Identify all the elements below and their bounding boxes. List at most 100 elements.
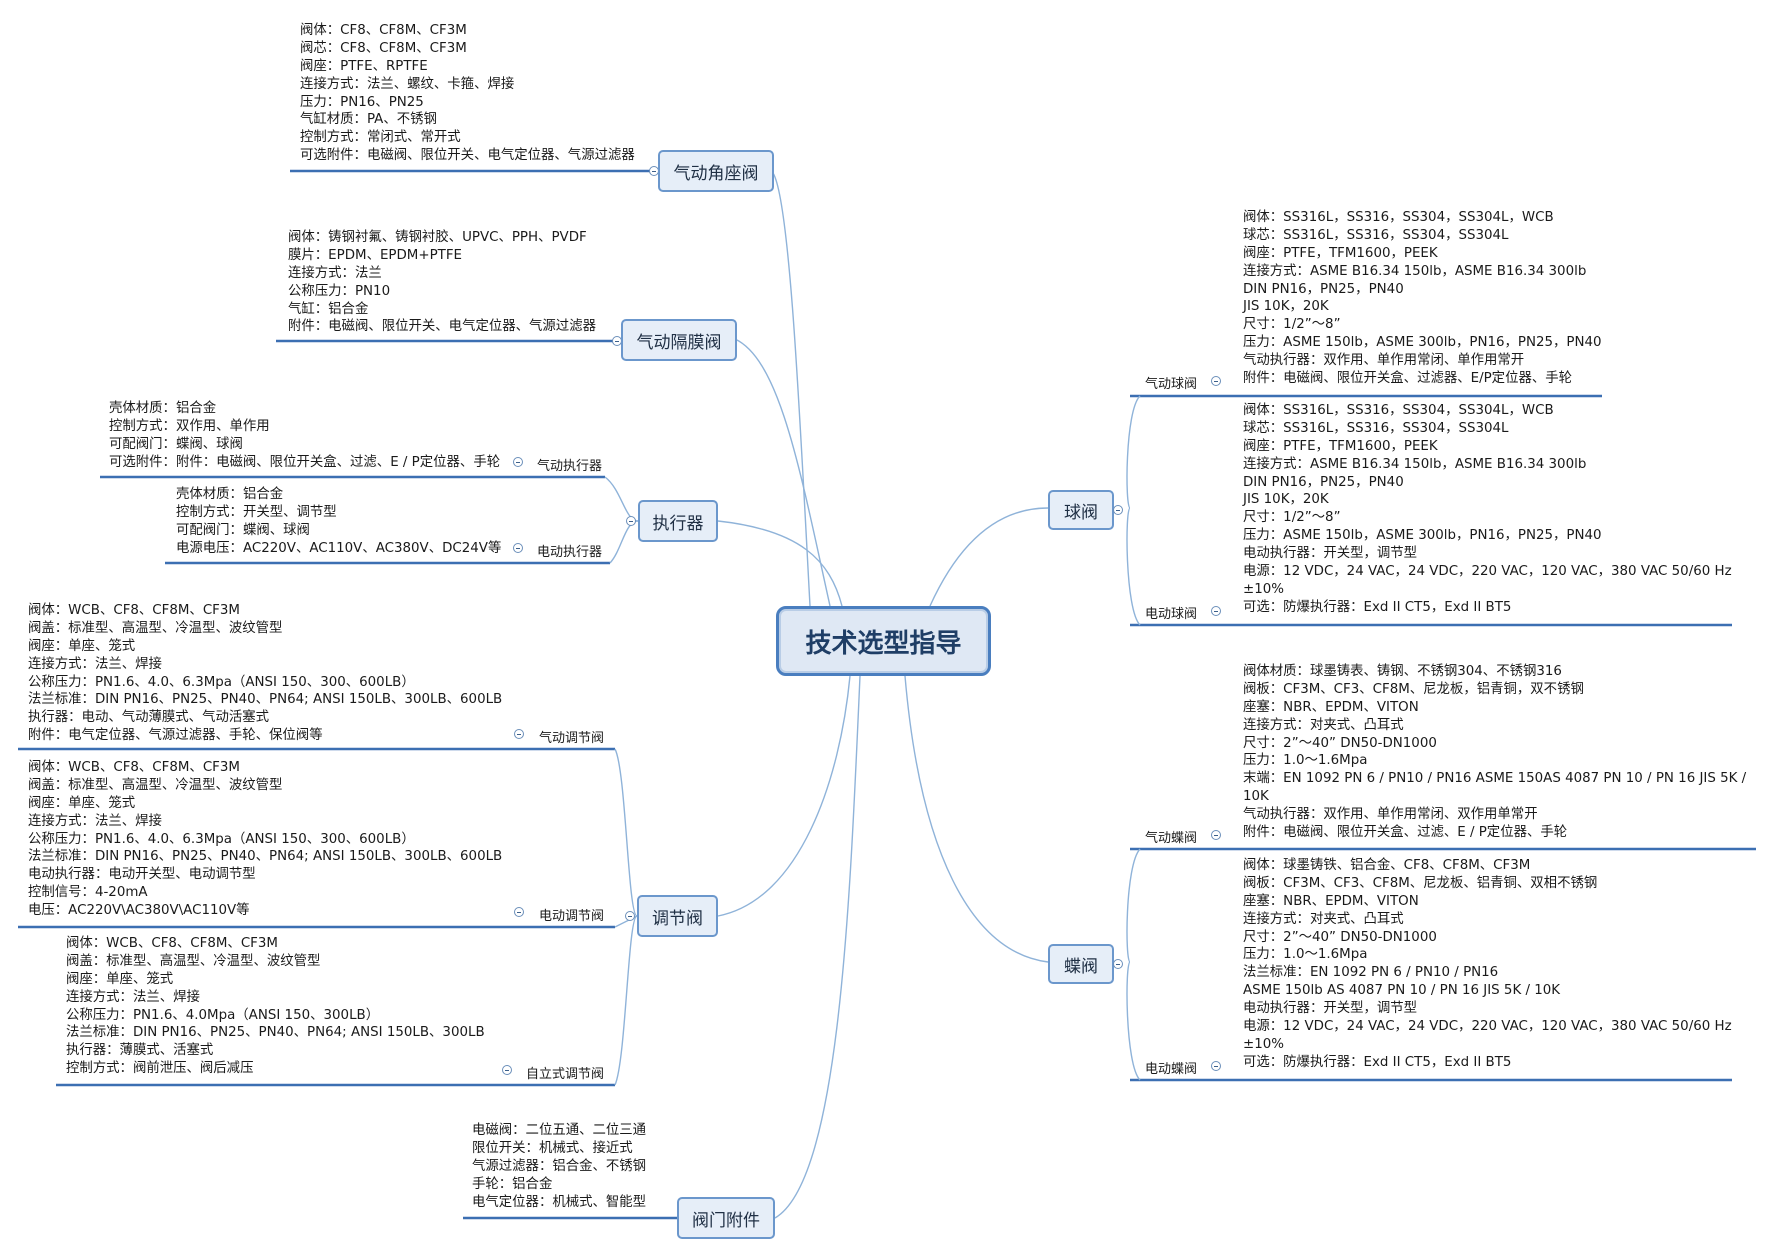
detail-line: 可配阀门：蝶阀、球阀 bbox=[109, 436, 243, 452]
detail-line: 壳体材质：铝合金 bbox=[176, 487, 284, 502]
detail-line: 附件：电磁阀、限位开关盒、过滤、E / P定位器、手轮 bbox=[1243, 825, 1568, 841]
detail-line: 末端：EN 1092 PN 6 / PN10 / PN16 ASME 150AS… bbox=[1243, 771, 1747, 787]
self-operated-valve-details: 阀体：WCB、CF8、CF8M、CF3M 阀盖：标准型、高温型、冷温型、波纹管型… bbox=[66, 935, 485, 1078]
collapse-toggle-icon[interactable] bbox=[1113, 959, 1123, 969]
detail-line: 控制方式：常闭式、常开式 bbox=[300, 130, 461, 146]
branch-angle-seat-valve[interactable]: 气动角座阀 bbox=[658, 150, 774, 192]
sub-branch-pneumatic-actuator[interactable]: 气动执行器 bbox=[537, 459, 603, 474]
detail-line: 压力：ASME 150lb，ASME 300lb，PN16，PN25，PN40 bbox=[1243, 528, 1602, 544]
sub-branch-electric-control-valve[interactable]: 电动调节阀 bbox=[539, 909, 605, 924]
detail-line: 连接方式：ASME B16.34 150lb，ASME B16.34 300lb bbox=[1243, 456, 1587, 472]
detail-line: 附件：电磁阀、限位开关、电气定位器、气源过滤器 bbox=[288, 319, 596, 335]
branch-butterfly-valve[interactable]: 蝶阀 bbox=[1048, 944, 1114, 984]
detail-line: 阀体：球墨铸铁、铝合金、CF8、CF8M、CF3M bbox=[1243, 858, 1531, 873]
collapse-toggle-icon[interactable] bbox=[1211, 606, 1221, 616]
detail-line: 球芯：SS316L，SS316，SS304，SS304L bbox=[1243, 227, 1509, 243]
branch-actuator[interactable]: 执行器 bbox=[638, 500, 718, 542]
collapse-toggle-icon[interactable] bbox=[1211, 376, 1221, 386]
collapse-toggle-icon[interactable] bbox=[1211, 1061, 1221, 1071]
detail-line: 阀体：WCB、CF8、CF8M、CF3M bbox=[66, 936, 278, 951]
collapse-toggle-icon[interactable] bbox=[513, 543, 523, 553]
detail-line: ±10% bbox=[1243, 1036, 1284, 1052]
branch-ball-valve[interactable]: 球阀 bbox=[1048, 490, 1114, 530]
collapse-toggle-icon[interactable] bbox=[1211, 830, 1221, 840]
collapse-toggle-icon[interactable] bbox=[514, 729, 524, 739]
detail-line: 连接方式：法兰、焊接 bbox=[28, 813, 162, 829]
branch-label: 阀门附件 bbox=[692, 1210, 760, 1231]
detail-line: 膜片：EPDM、EPDM+PTFE bbox=[288, 247, 462, 263]
collapse-toggle-icon[interactable] bbox=[513, 457, 523, 467]
detail-line: 阀体：WCB、CF8、CF8M、CF3M bbox=[28, 603, 240, 618]
detail-line: 气缸材质：PA、不锈钢 bbox=[300, 112, 437, 128]
detail-line: 法兰标准：DIN PN16、PN25、PN40、PN64; ANSI 150LB… bbox=[66, 1025, 485, 1041]
branch-label: 执行器 bbox=[652, 513, 704, 534]
detail-line: 公称压力：PN1.6、4.0、6.3Mpa（ANSI 150、300、600LB… bbox=[28, 674, 415, 690]
sub-branch-electric-butterfly-valve[interactable]: 电动蝶阀 bbox=[1145, 1062, 1198, 1077]
sub-branch-self-operated-valve[interactable]: 自立式调节阀 bbox=[526, 1067, 605, 1082]
sub-branch-pneumatic-butterfly-valve[interactable]: 气动蝶阀 bbox=[1145, 831, 1198, 846]
diaphragm-details: 阀体：铸钢衬氟、铸钢衬胶、UPVC、PPH、PVDF 膜片：EPDM、EPDM+… bbox=[288, 229, 596, 336]
detail-line: 阀座：PTFE，TFM1600，PEEK bbox=[1243, 438, 1438, 454]
detail-line: 电动执行器：开关型，调节型 bbox=[1243, 1001, 1418, 1017]
detail-line: 阀体：WCB、CF8、CF8M、CF3M bbox=[28, 760, 240, 775]
pneumatic-actuator-details: 壳体材质：铝合金 控制方式：双作用、单作用 可配阀门：蝶阀、球阀 可选附件：附件… bbox=[109, 400, 500, 472]
detail-line: 连接方式：对夹式、凸耳式 bbox=[1243, 911, 1404, 927]
detail-line: DIN PN16，PN25，PN40 bbox=[1243, 474, 1404, 490]
detail-line: 连接方式：法兰、焊接 bbox=[66, 989, 200, 1005]
detail-line: 气动执行器：双作用、单作用常闭、双作用单常开 bbox=[1243, 807, 1538, 823]
detail-line: 座塞：NBR、EPDM、VITON bbox=[1243, 699, 1419, 715]
sub-branch-pneumatic-control-valve[interactable]: 气动调节阀 bbox=[539, 731, 605, 746]
electric-butterfly-valve-details: 阀体：球墨铸铁、铝合金、CF8、CF8M、CF3M 阀板：CF3M、CF3、CF… bbox=[1243, 857, 1732, 1072]
sub-branch-electric-actuator[interactable]: 电动执行器 bbox=[537, 545, 603, 560]
pneumatic-control-valve-details: 阀体：WCB、CF8、CF8M、CF3M 阀盖：标准型、高温型、冷温型、波纹管型… bbox=[28, 602, 502, 745]
detail-line: 尺寸：1/2”～8” bbox=[1243, 317, 1341, 333]
detail-line: 阀座：单座、笼式 bbox=[28, 795, 136, 811]
electric-actuator-details: 壳体材质：铝合金 控制方式：开关型、调节型 可配阀门：蝶阀、球阀 电源电压：AC… bbox=[176, 486, 501, 558]
central-topic[interactable]: 技术选型指导 bbox=[776, 606, 991, 676]
collapse-toggle-icon[interactable] bbox=[1113, 505, 1123, 515]
detail-line: 附件：电气定位器、气源过滤器、手轮、保位阀等 bbox=[28, 728, 323, 744]
detail-line: 阀板：CF3M、CF3、CF8M、尼龙板，铝青铜，双不锈钢 bbox=[1243, 681, 1584, 697]
detail-line: 阀体：SS316L，SS316，SS304，SS304L，WCB bbox=[1243, 403, 1554, 418]
detail-line: 法兰标准：DIN PN16、PN25、PN40、PN64; ANSI 150LB… bbox=[28, 849, 503, 865]
detail-line: 阀板：CF3M、CF3、CF8M、尼龙板、铝青铜、双相不锈钢 bbox=[1243, 875, 1598, 891]
collapse-toggle-icon[interactable] bbox=[626, 516, 636, 526]
sub-branch-pneumatic-ball-valve[interactable]: 气动球阀 bbox=[1145, 377, 1198, 392]
detail-line: 公称压力：PN10 bbox=[288, 283, 391, 299]
detail-line: 公称压力：PN1.6、4.0Mpa（ANSI 150、300LB） bbox=[66, 1007, 380, 1023]
detail-line: 可选附件：电磁阀、限位开关、电气定位器、气源过滤器 bbox=[300, 148, 635, 164]
detail-line: 控制方式：开关型、调节型 bbox=[176, 504, 337, 520]
detail-line: 气源过滤器：铝合金、不锈钢 bbox=[472, 1158, 647, 1174]
branch-label: 气动角座阀 bbox=[673, 163, 759, 184]
detail-line: 压力：1.0～1.6Mpa bbox=[1243, 947, 1368, 963]
detail-line: ±10% bbox=[1243, 581, 1284, 597]
detail-line: 电动执行器：电动开关型、电动调节型 bbox=[28, 867, 256, 883]
detail-line: 法兰标准：DIN PN16、PN25、PN40、PN64; ANSI 150LB… bbox=[28, 692, 503, 708]
branch-control-valve[interactable]: 调节阀 bbox=[637, 895, 718, 937]
branch-diaphragm-valve[interactable]: 气动隔膜阀 bbox=[621, 319, 737, 361]
detail-line: 电源：12 VDC，24 VAC，24 VDC，220 VAC，120 VAC，… bbox=[1243, 1019, 1732, 1035]
detail-line: 阀体：SS316L，SS316，SS304，SS304L，WCB bbox=[1243, 210, 1554, 225]
collapse-toggle-icon[interactable] bbox=[502, 1065, 512, 1075]
detail-line: 控制方式：阀前泄压、阀后减压 bbox=[66, 1061, 254, 1077]
collapse-toggle-icon[interactable] bbox=[514, 907, 524, 917]
detail-line: 电压：AC220V\AC380V\AC110V等 bbox=[28, 903, 250, 919]
collapse-toggle-icon[interactable] bbox=[625, 911, 635, 921]
detail-line: 座塞：NBR、EPDM、VITON bbox=[1243, 893, 1419, 909]
detail-line: 控制信号：4-20mA bbox=[28, 885, 148, 901]
detail-line: 球芯：SS316L，SS316，SS304，SS304L bbox=[1243, 420, 1509, 436]
detail-line: 压力：ASME 150lb，ASME 300lb，PN16，PN25，PN40 bbox=[1243, 335, 1602, 351]
branch-valve-accessories[interactable]: 阀门附件 bbox=[677, 1197, 775, 1239]
detail-line: 电磁阀：二位五通、二位三通 bbox=[472, 1123, 647, 1138]
electric-ball-valve-details: 阀体：SS316L，SS316，SS304，SS304L，WCB 球芯：SS31… bbox=[1243, 402, 1732, 617]
detail-line: 连接方式：法兰、焊接 bbox=[28, 656, 162, 672]
detail-line: 电气定位器：机械式、智能型 bbox=[472, 1194, 647, 1210]
detail-line: 阀芯：CF8、CF8M、CF3M bbox=[300, 40, 467, 56]
angle-seat-details: 阀体：CF8、CF8M、CF3M 阀芯：CF8、CF8M、CF3M 阀座：PTF… bbox=[300, 22, 635, 165]
branch-label: 蝶阀 bbox=[1064, 956, 1098, 977]
sub-branch-electric-ball-valve[interactable]: 电动球阀 bbox=[1145, 607, 1198, 622]
detail-line: DIN PN16，PN25，PN40 bbox=[1243, 281, 1404, 297]
pneumatic-butterfly-valve-details: 阀体材质：球墨铸表、铸钢、不锈钢304、不锈钢316 阀板：CF3M、CF3、C… bbox=[1243, 663, 1746, 842]
detail-line: 阀座：PTFE，TFM1600，PEEK bbox=[1243, 245, 1438, 261]
detail-line: 限位开关：机械式、接近式 bbox=[472, 1140, 633, 1156]
